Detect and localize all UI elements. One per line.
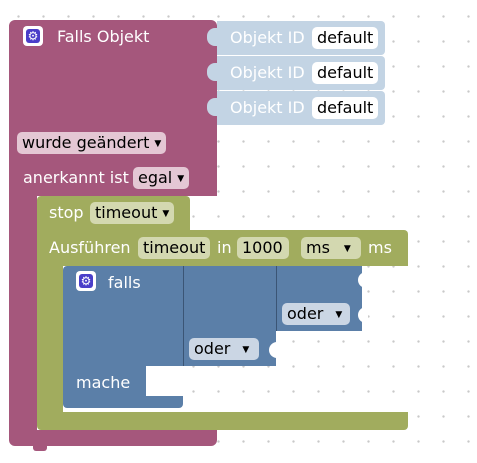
if-gear-icon[interactable]: ⚙ [76,271,96,291]
changed-dropdown[interactable]: wurde geändert ▼ [17,132,167,154]
exec-label: Ausführen [49,238,131,257]
input-notch-3 [269,342,277,358]
object-id-connector-1 [207,28,219,46]
delay-value-field[interactable]: 1000 [237,237,289,259]
input-notch-1 [358,272,368,288]
object-id-field-2[interactable]: default [312,62,379,84]
object-id-label-1: Objekt ID [230,28,305,47]
unit-dropdown-arrow-icon: ▼ [343,244,351,254]
if-block-do-slot [146,366,183,396]
stop-label: stop [49,203,84,222]
or-dropdown-outer[interactable]: oder ▼ [189,338,259,360]
event-block-tab [33,446,47,451]
event-block[interactable] [9,20,217,196]
object-id-connector-3 [207,98,219,116]
timeout-block-side [37,266,63,412]
unit-dropdown-value: ms [306,238,330,257]
input-notch-2 [358,307,368,323]
changed-dropdown-value: wurde geändert [22,133,150,152]
or-dropdown-outer-arrow-icon: ▼ [242,345,250,355]
changed-dropdown-arrow-icon: ▼ [154,139,162,149]
event-block-bottom [9,430,217,446]
object-id-field-3[interactable]: default [312,97,379,119]
stop-timer-dropdown-value: timeout [95,203,158,222]
unit-dropdown[interactable]: ms ▼ [301,237,361,259]
if-label: falls [108,273,141,292]
or-dropdown-inner-value: oder [287,304,324,323]
or-dropdown-inner[interactable]: oder ▼ [282,303,350,325]
stop-timer-dropdown-arrow-icon: ▼ [162,209,170,219]
unit-suffix-label: ms [368,238,392,257]
event-block-title: Falls Objekt [57,27,150,46]
ack-label: anerkannt ist [23,168,129,187]
ack-dropdown[interactable]: egal ▼ [133,167,190,189]
timer-name-field[interactable]: timeout [138,237,211,259]
object-id-label-2: Objekt ID [230,63,305,82]
event-block-side [9,190,37,430]
do-label: mache [76,373,131,392]
ack-dropdown-arrow-icon: ▼ [177,174,185,184]
object-id-label-3: Objekt ID [230,98,305,117]
if-block-side [63,366,146,396]
object-id-connector-2 [207,63,219,81]
timeout-block-bottom [37,412,408,430]
stop-timer-dropdown[interactable]: timeout ▼ [90,202,175,224]
if-block-bottom [63,396,183,408]
or-dropdown-inner-arrow-icon: ▼ [335,310,343,320]
event-gear-icon[interactable]: ⚙ [23,26,43,46]
object-id-field-1[interactable]: default [312,27,379,49]
in-label: in [217,238,232,257]
ack-dropdown-value: egal [138,168,173,187]
or-dropdown-outer-value: oder [194,339,231,358]
